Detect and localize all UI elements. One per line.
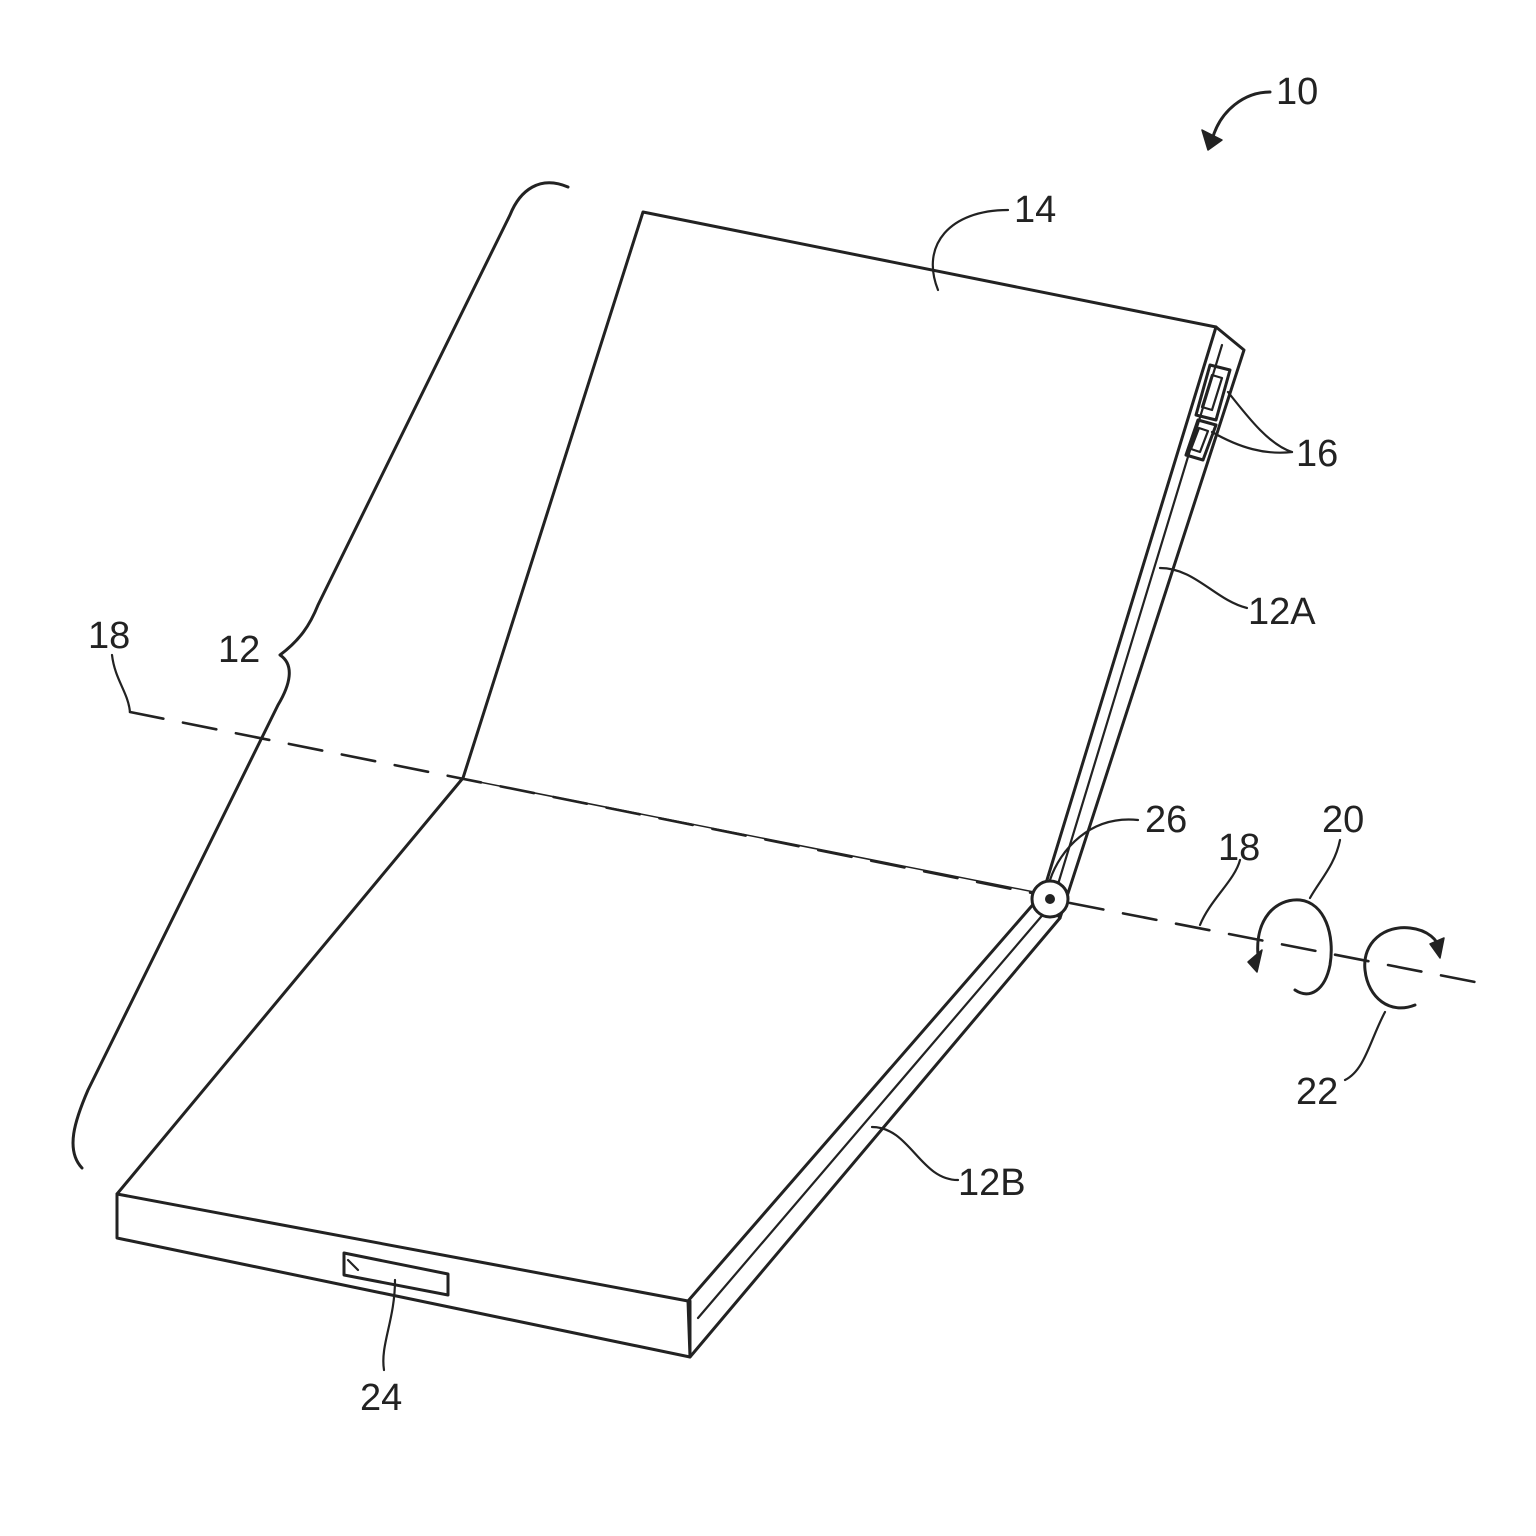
label-axis-18-left: 18 (88, 615, 130, 657)
housing-brace-12 (71, 181, 570, 1170)
buttons-16 (1184, 363, 1232, 462)
label-port-24: 24 (360, 1377, 402, 1419)
label-upper-housing-12a: 12A (1248, 591, 1316, 633)
port-24 (342, 1251, 450, 1297)
hinge-26 (1030, 879, 1070, 919)
rotation-arrow-22 (1363, 926, 1445, 1010)
label-axis-18-right: 18 (1218, 827, 1260, 869)
label-hinge-26: 26 (1145, 799, 1187, 841)
label-device-10: 10 (1276, 71, 1318, 113)
lower-housing-12b (115, 776, 1062, 1359)
upper-housing-12a (461, 210, 1246, 920)
label-rotation-20: 20 (1322, 799, 1364, 841)
rotation-axis-18 (128, 710, 1477, 984)
label-housing-12: 12 (218, 629, 260, 671)
reference-labels: 10 14 16 12A 18 12 26 20 18 22 12B 24 (88, 71, 1364, 1419)
leader-lines (110, 90, 1387, 1372)
rotation-arrow-20 (1247, 898, 1333, 996)
label-buttons-16: 16 (1296, 433, 1338, 475)
label-display-14: 14 (1014, 189, 1056, 231)
label-lower-housing-12b: 12B (958, 1162, 1026, 1204)
label-rotation-22: 22 (1296, 1071, 1338, 1113)
